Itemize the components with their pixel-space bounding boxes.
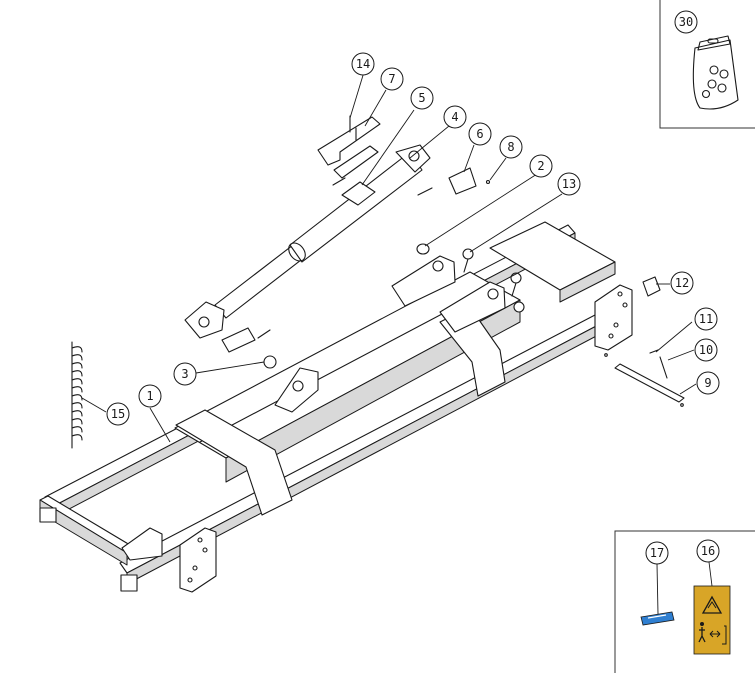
warning-label-16 (693, 585, 731, 655)
main-frame (39, 221, 633, 593)
inset-hardware-bag (659, 0, 755, 129)
callout-13-label: 13 (562, 177, 576, 191)
callout-14-label: 14 (356, 57, 370, 71)
callout-16-label: 16 (701, 544, 715, 558)
callout-1-label: 1 (146, 389, 153, 403)
callout-6: 6 (468, 122, 492, 146)
inset-decals (614, 530, 755, 673)
callout-3-label: 3 (181, 367, 188, 381)
callout-17: 17 (645, 541, 669, 565)
callout-8: 8 (499, 135, 523, 159)
callout-17-label: 17 (650, 546, 664, 560)
callout-10-label: 10 (699, 343, 713, 357)
callout-9-label: 9 (704, 376, 711, 390)
valve-and-bracket (317, 115, 381, 186)
callout-2-label: 2 (537, 159, 544, 173)
callout-11: 11 (694, 307, 718, 331)
callout-13: 13 (557, 172, 581, 196)
callout-12-label: 12 (675, 276, 689, 290)
callout-7-label: 7 (388, 72, 395, 86)
callout-16: 16 (696, 539, 720, 563)
leader-lines (81, 71, 713, 615)
callout-9: 9 (696, 371, 720, 395)
callout-5: 5 (410, 86, 434, 110)
callout-10: 10 (694, 338, 718, 362)
callout-12: 12 (670, 271, 694, 295)
callout-15: 15 (106, 402, 130, 426)
callout-4-label: 4 (451, 110, 458, 124)
callout-3: 3 (173, 362, 197, 386)
callout-11-label: 11 (699, 312, 713, 326)
callout-5-label: 5 (418, 91, 425, 105)
callout-30-label: 30 (679, 15, 693, 29)
callout-14: 14 (351, 52, 375, 76)
callout-4: 4 (443, 105, 467, 129)
hydraulic-cylinder (184, 144, 431, 353)
callout-8-label: 8 (507, 140, 514, 154)
callout-2: 2 (529, 154, 553, 178)
hose-spiral (71, 341, 83, 449)
decal-17 (640, 611, 675, 626)
callout-6-label: 6 (476, 127, 483, 141)
callout-30: 30 (674, 10, 698, 34)
callout-15-label: 15 (111, 407, 125, 421)
small-parts (71, 167, 685, 449)
callout-1: 1 (138, 384, 162, 408)
callout-7: 7 (380, 67, 404, 91)
